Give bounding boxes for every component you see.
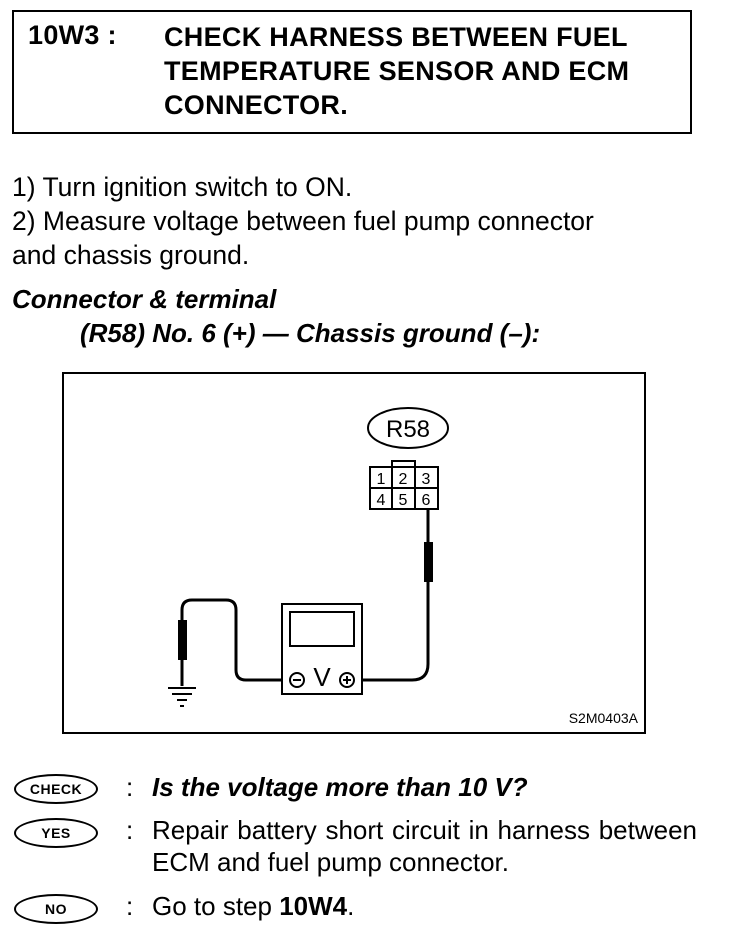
yes-badge: YES xyxy=(14,818,98,848)
connector-label: R58 xyxy=(386,416,430,443)
step-title: CHECK HARNESS BETWEEN FUEL TEMPERATURE S… xyxy=(164,22,630,120)
step-id: 10W3 : xyxy=(28,20,117,50)
positive-probe xyxy=(424,542,433,582)
no-badge: NO xyxy=(14,894,98,924)
next-step-link[interactable]: 10W4 xyxy=(279,891,348,921)
connector-heading: Connector & terminal xyxy=(12,284,277,314)
connector-label-oval xyxy=(367,407,449,449)
pin-4: 4 xyxy=(377,492,386,509)
pin-1: 1 xyxy=(377,471,386,488)
negative-probe xyxy=(178,620,187,660)
no-answer-prefix: Go to step xyxy=(152,891,280,921)
instruction-line-1: 1) Turn ignition switch to ON. xyxy=(12,172,353,202)
pin-6: 6 xyxy=(422,492,431,509)
step-header-box: 10W3 : CHECK HARNESS BETWEEN FUEL TEMPER… xyxy=(12,10,692,134)
yes-answer: Repair battery short circuit in harness … xyxy=(152,815,697,877)
pin-2: 2 xyxy=(399,471,408,488)
instructions: 1) Turn ignition switch to ON. 2) Measur… xyxy=(12,170,722,272)
no-answer: Go to step 10W4. xyxy=(152,890,697,922)
check-question: Is the voltage more than 10 V? xyxy=(152,772,528,802)
pin-3: 3 xyxy=(422,471,431,488)
instruction-line-3: and chassis ground. xyxy=(12,240,250,270)
instruction-line-2: 2) Measure voltage between fuel pump con… xyxy=(12,206,594,236)
check-separator: : xyxy=(126,772,134,802)
voltmeter-symbol: V xyxy=(313,662,331,692)
check-badge: CHECK xyxy=(14,774,98,804)
no-separator: : xyxy=(126,891,134,921)
no-answer-suffix: . xyxy=(347,891,355,921)
connector-pin-grid xyxy=(369,460,439,510)
connector-spec: (R58) No. 6 (+) — Chassis ground (–): xyxy=(80,318,541,348)
figure-code: S2M0403A xyxy=(568,710,638,726)
wiring-figure: R58 1 2 3 4 5 6 xyxy=(62,372,646,734)
ground-icon xyxy=(168,687,196,707)
wiring-diagram: R58 1 2 3 4 5 6 xyxy=(168,407,449,707)
negative-probe-lead xyxy=(180,598,300,686)
pin-5: 5 xyxy=(399,492,408,509)
positive-probe-lead xyxy=(352,509,430,682)
yes-separator: : xyxy=(126,815,134,845)
voltmeter-icon: V xyxy=(281,603,363,695)
